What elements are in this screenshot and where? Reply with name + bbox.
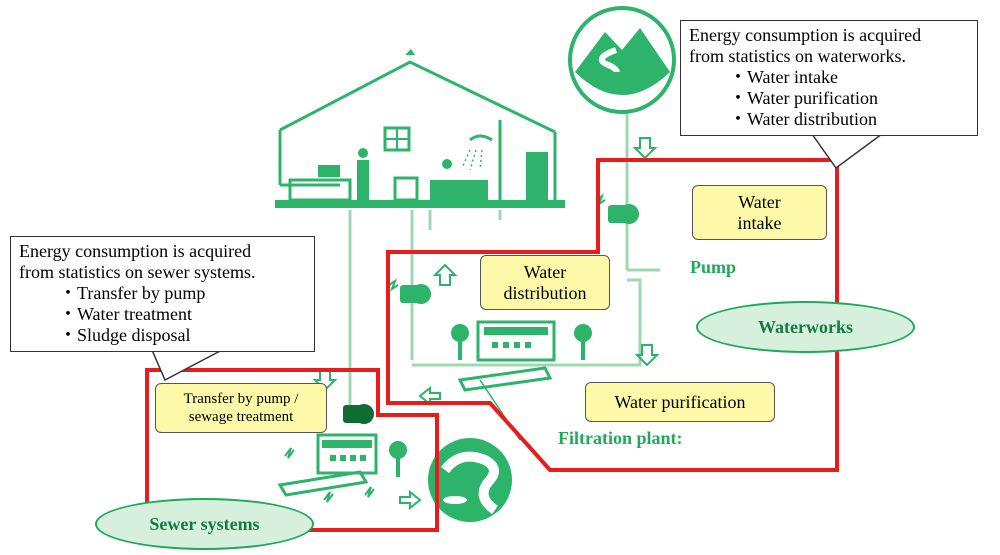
sewer-systems-label: Sewer systems (95, 498, 314, 550)
sewer-callout-line2: from statistics on sewer systems. (19, 262, 256, 282)
transfer-pump-box: Transfer by pump / sewage treatment (155, 383, 327, 433)
water-distribution-line1: Water (523, 261, 567, 282)
waterworks-callout-line1: Energy consumption is acquired (689, 25, 922, 45)
water-intake-line1: Water (738, 191, 781, 212)
water-distribution-box: Water distribution (480, 255, 610, 310)
waterworks-label: Waterworks (696, 301, 915, 353)
waterworks-callout-pointer (810, 133, 885, 170)
pump-icon (343, 204, 639, 424)
sewer-callout-pointer (150, 349, 223, 382)
mountain-river-icon (568, 6, 676, 114)
transfer-pump-line2: sewage treatment (188, 409, 294, 425)
filtration-plant-label: Filtration plant: (558, 428, 683, 448)
river-outlet-icon (428, 438, 512, 522)
sewer-item-treatment: ・Water treatment (59, 304, 192, 324)
waterworks-energy-callout: Energy consumption is acquired from stat… (680, 20, 978, 136)
water-purification-box: Water purification (585, 382, 775, 422)
arrow-icon (312, 137, 660, 511)
water-intake-box: Water intake (692, 185, 827, 240)
sewer-callout-line1: Energy consumption is acquired (19, 241, 252, 261)
waterworks-item-purification: ・Water purification (729, 88, 878, 108)
sewer-item-sludge: ・Sludge disposal (59, 325, 191, 345)
water-distribution-line2: distribution (503, 282, 587, 303)
pump-label: Pump (690, 257, 737, 277)
waterworks-boundary (386, 158, 839, 472)
sewer-item-transfer: ・Transfer by pump (59, 283, 206, 303)
water-purification-label: Water purification (614, 391, 746, 412)
water-intake-line2: intake (737, 212, 782, 233)
sewage-plant-icon (277, 433, 407, 497)
transfer-pump-line1: Transfer by pump / (183, 391, 299, 407)
house-icon (275, 49, 565, 208)
waterworks-callout-line2: from statistics on waterworks. (689, 46, 906, 66)
filtration-plant-icon (451, 320, 592, 392)
sewer-energy-callout: Energy consumption is acquired from stat… (10, 236, 315, 352)
waterworks-item-distribution: ・Water distribution (729, 109, 878, 129)
waterworks-item-intake: ・Water intake (729, 67, 839, 87)
